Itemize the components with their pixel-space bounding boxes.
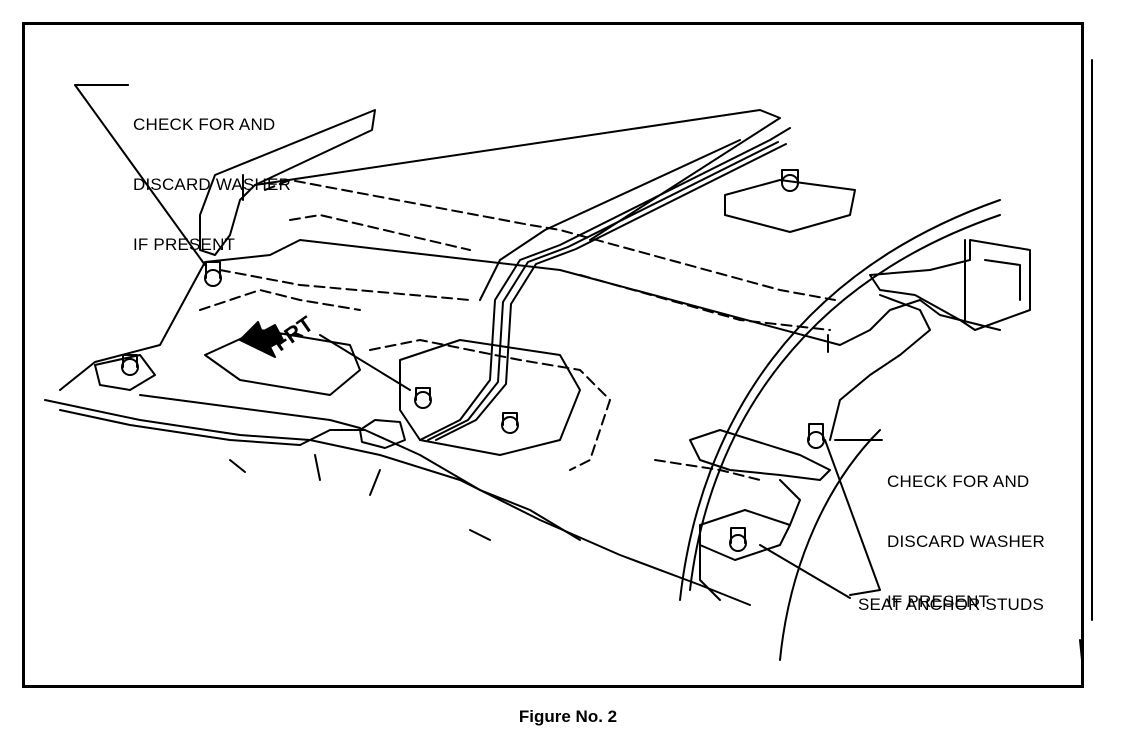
- stud-icon-left-lower: [121, 354, 139, 376]
- stud-icon-right: [807, 423, 825, 449]
- floor-pad-center: [399, 339, 581, 456]
- leader-studs-1: [824, 439, 881, 596]
- stud-icon-center-2: [501, 412, 519, 434]
- frt-label: FRT: [269, 311, 319, 356]
- front-arrow-icon: [239, 321, 284, 358]
- callout-discard-washer-left: CHECK FOR AND DISCARD WASHER IF PRESENT: [133, 75, 291, 275]
- brake-line-3: [435, 143, 787, 441]
- wheelhouse-arc: [679, 199, 1001, 601]
- panel-left-edge: [199, 109, 376, 256]
- stud-icon-left-upper: [204, 261, 222, 287]
- leader-studs-2: [759, 544, 851, 599]
- rear-plate: [724, 179, 856, 233]
- figure-frame: [22, 22, 1084, 688]
- callout-seat-anchor-studs: SEAT ANCHOR STUDS: [858, 595, 1045, 614]
- floor-outline: [59, 239, 1001, 391]
- callout-line: DISCARD WASHER: [887, 532, 1046, 551]
- brake-line-1: [419, 127, 791, 441]
- bracket-right: [689, 429, 831, 481]
- stud-icon-right-lower: [729, 527, 747, 552]
- line-clip: [359, 419, 406, 449]
- callout-line: DISCARD WASHER: [133, 175, 292, 194]
- floor-top-edge: [254, 109, 781, 241]
- callout-line: IF PRESENT: [133, 235, 236, 254]
- stud-icon-center: [414, 387, 432, 409]
- callout-line: IF PRESENT: [887, 592, 990, 611]
- figure-caption: Figure No. 2: [518, 707, 618, 726]
- floor-front-edge: [44, 399, 751, 606]
- leader-frt: [319, 334, 411, 391]
- callout-discard-washer-right: CHECK FOR AND DISCARD WASHER IF PRESENT: [887, 432, 1045, 632]
- callout-line: CHECK FOR AND: [133, 115, 276, 134]
- panel-right: [869, 239, 1031, 331]
- callout-line: CHECK FOR AND: [887, 472, 1030, 491]
- brake-line-2: [427, 141, 779, 441]
